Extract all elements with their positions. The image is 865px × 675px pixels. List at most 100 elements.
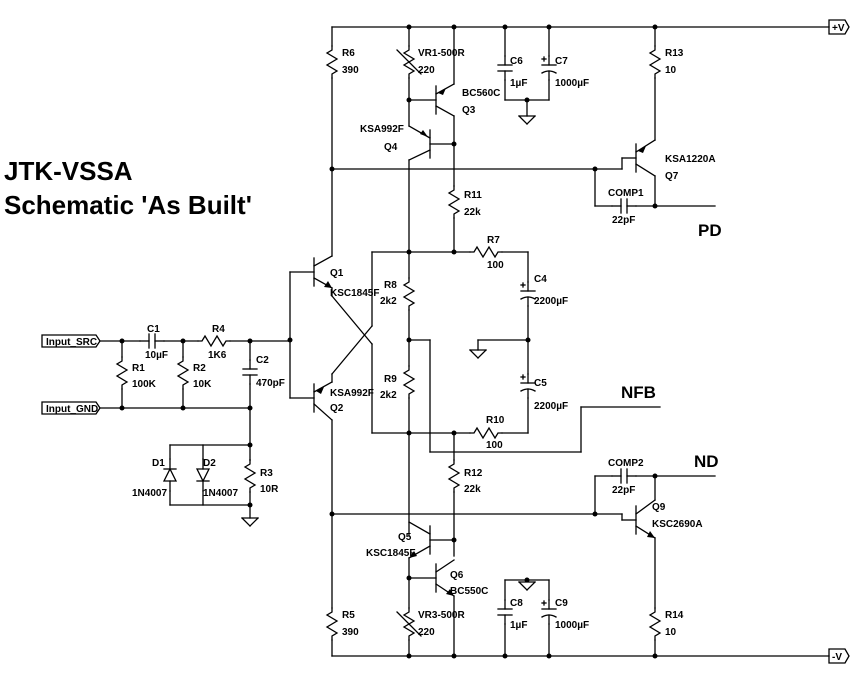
q3-collector xyxy=(435,105,455,117)
comp2-ref: COMP2 xyxy=(608,458,644,469)
c2-value: 470pF xyxy=(256,378,285,389)
q7-part: KSA1220A xyxy=(665,154,716,165)
wire xyxy=(331,295,373,345)
capacitor-c2 xyxy=(242,359,258,385)
q1-ref: Q1 xyxy=(330,268,344,279)
q2-part: KSA992F xyxy=(330,388,374,399)
d1-part: 1N4007 xyxy=(132,488,167,499)
q9-part: KSC2690A xyxy=(652,519,703,530)
resistor-r1 xyxy=(116,356,128,390)
comp1-ref: COMP1 xyxy=(608,188,644,199)
r13-value: 10 xyxy=(665,65,677,76)
r6-value: 390 xyxy=(342,65,359,76)
r3-value: 10R xyxy=(260,484,279,495)
comp2-value: 22pF xyxy=(612,485,635,496)
q3-part: BC560C xyxy=(462,88,500,99)
r1-ref: R1 xyxy=(132,363,145,374)
ground-icon xyxy=(518,115,536,125)
q2-emitter xyxy=(313,381,333,393)
r7-ref: R7 xyxy=(487,235,500,246)
capacitor-c1 xyxy=(139,333,165,349)
q2-collector xyxy=(313,403,333,421)
d1-ref: D1 xyxy=(152,458,165,469)
resistor-r2 xyxy=(177,356,189,390)
port-input-src: Input_SRC xyxy=(41,334,101,348)
capacitor-comp1 xyxy=(611,198,637,214)
c9-ref: C9 xyxy=(555,598,568,609)
resistor-r11 xyxy=(448,185,460,219)
r8-ref: R8 xyxy=(384,280,397,291)
q4-collector xyxy=(408,149,431,161)
resistor-r6 xyxy=(326,45,338,79)
q7-ref: Q7 xyxy=(665,171,679,182)
resistor-r7 xyxy=(469,246,503,258)
q1-part: KSC1845F xyxy=(330,288,379,299)
ground-icon xyxy=(241,517,259,527)
q6-ref: Q6 xyxy=(450,570,464,581)
resistor-r9 xyxy=(403,365,415,399)
r2-ref: R2 xyxy=(193,363,206,374)
capacitor-c9 xyxy=(541,599,557,625)
c5-value: 2200µF xyxy=(534,401,568,412)
r12-ref: R12 xyxy=(464,468,483,479)
capacitor-c4 xyxy=(520,281,536,307)
r11-ref: R11 xyxy=(464,190,482,201)
port-vminus-label: -V xyxy=(832,652,842,663)
title-line-1: JTK-VSSA xyxy=(4,156,133,186)
vr3-value: 220 xyxy=(418,627,435,638)
vr1-ref: VR1-500R xyxy=(418,48,465,59)
q4-ref: Q4 xyxy=(384,142,398,153)
r12-value: 22k xyxy=(464,484,481,495)
ground-icon xyxy=(469,349,487,359)
c6-value: 1µF xyxy=(510,78,527,89)
resistor-r5 xyxy=(326,607,338,641)
ground-icon xyxy=(518,581,536,591)
capacitor-c7 xyxy=(541,55,557,81)
vr1-value: 220 xyxy=(418,65,435,76)
vr3-ref: VR3-500R xyxy=(418,610,465,621)
r2-value: 10K xyxy=(193,379,212,390)
q6-collector xyxy=(435,559,455,573)
port-input-gnd-label: Input_GND xyxy=(46,404,98,415)
c8-ref: C8 xyxy=(510,598,523,609)
c1-value: 10µF xyxy=(145,350,168,361)
capacitor-c5 xyxy=(520,373,536,399)
c7-ref: C7 xyxy=(555,56,568,67)
r3-ref: R3 xyxy=(260,468,273,479)
r11-value: 22k xyxy=(464,207,481,218)
r14-value: 10 xyxy=(665,627,677,638)
c8-value: 1µF xyxy=(510,620,527,631)
d2-part: 1N4007 xyxy=(203,488,238,499)
net-nfb: NFB xyxy=(621,383,656,402)
title-line-2: Schematic 'As Built' xyxy=(4,190,252,220)
resistor-r8 xyxy=(403,277,415,311)
r10-ref: R10 xyxy=(486,415,505,426)
q7-emitter xyxy=(635,139,656,153)
resistor-r4 xyxy=(197,335,231,347)
r9-ref: R9 xyxy=(384,374,397,385)
c7-value: 1000µF xyxy=(555,78,589,89)
r1-value: 100K xyxy=(132,379,157,390)
port-vplus-label: +V xyxy=(832,23,845,34)
q3-ref: Q3 xyxy=(462,105,476,116)
wire xyxy=(331,325,373,375)
diode-d1 xyxy=(163,458,177,492)
r13-ref: R13 xyxy=(665,48,684,59)
q5-part: KSC1845F xyxy=(366,548,415,559)
q5-ref: Q5 xyxy=(398,532,412,543)
r8-value: 2k2 xyxy=(380,296,397,307)
r14-ref: R14 xyxy=(665,610,684,621)
resistor-r14 xyxy=(649,607,661,641)
resistor-r12 xyxy=(448,459,460,493)
q2-ref: Q2 xyxy=(330,403,344,414)
port-input-gnd: Input_GND xyxy=(41,401,101,415)
q9-collector xyxy=(635,499,656,515)
c9-value: 1000µF xyxy=(555,620,589,631)
c1-ref: C1 xyxy=(147,324,160,335)
trimmer-arrow xyxy=(396,611,422,637)
q9-ref: Q9 xyxy=(652,502,666,513)
net-nd: ND xyxy=(694,452,719,471)
q6-part: BC550C xyxy=(450,586,488,597)
c5-ref: C5 xyxy=(534,378,547,389)
